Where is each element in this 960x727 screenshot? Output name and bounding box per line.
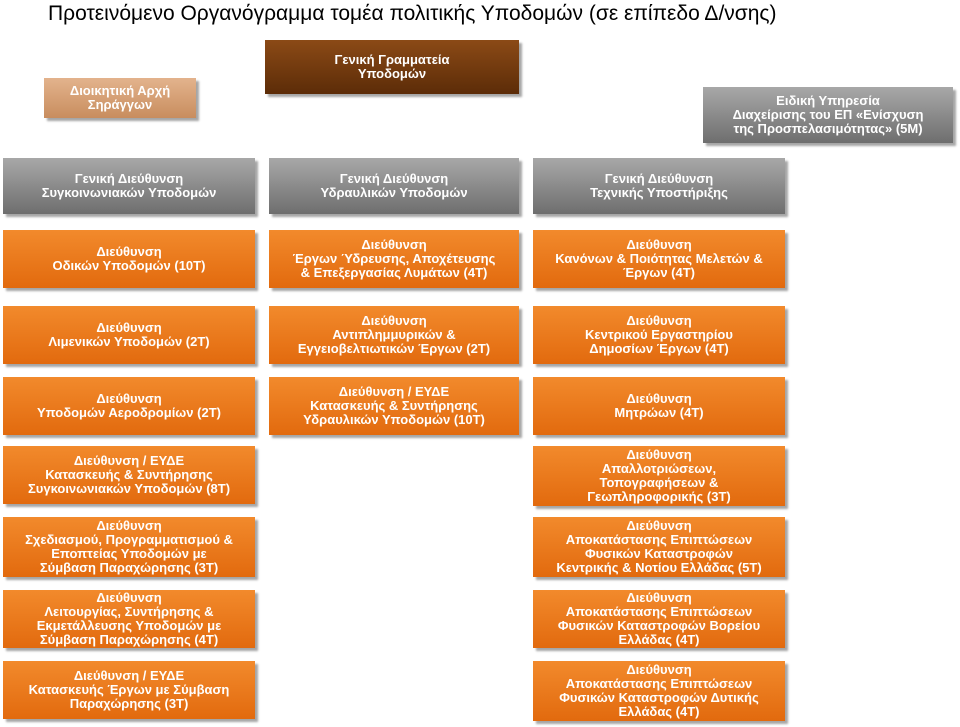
directorate-box[interactable]: Διεύθυνση Αποκατάστασης Επιπτώσεων Φυσικ… bbox=[533, 661, 785, 721]
general-directorate-technical-label: Γενική Διεύθυνση Τεχνικής Υποστήριξης bbox=[590, 171, 728, 200]
admin-authority-label: Διοικητική Αρχή Σηράγγων bbox=[69, 83, 171, 112]
directorate-box[interactable]: Διεύθυνση Λειτουργίας, Συντήρησης & Εκμε… bbox=[3, 590, 255, 648]
directorate-box[interactable]: Διεύθυνση / ΕΥΔΕ Κατασκευής & Συντήρησης… bbox=[3, 446, 255, 504]
directorate-label: Διεύθυνση Αποκατάστασης Επιπτώσεων Φυσικ… bbox=[556, 518, 762, 575]
directorate-box[interactable]: Διεύθυνση Σχεδιασμού, Προγραμματισμού & … bbox=[3, 517, 255, 577]
special-service-label: Ειδική Υπηρεσία Διαχείρισης του ΕΠ «Ενίσ… bbox=[732, 93, 924, 136]
directorate-label: Διεύθυνση Κεντρικού Εργαστηρίου Δημοσίων… bbox=[585, 313, 733, 356]
directorate-label: Διεύθυνση Λειτουργίας, Συντήρησης & Εκμε… bbox=[36, 590, 222, 647]
page-title: Προτεινόμενο Οργανόγραμμα τομέα πολιτική… bbox=[48, 2, 777, 25]
directorate-box[interactable]: Διεύθυνση Κανόνων & Ποιότητας Μελετών & … bbox=[533, 230, 785, 288]
directorate-label: Διεύθυνση / ΕΥΔΕ Κατασκευής Έργων με Σύμ… bbox=[28, 668, 230, 711]
directorate-box[interactable]: Διεύθυνση Λιμενικών Υποδομών (2Τ) bbox=[3, 306, 255, 364]
directorate-label: Διεύθυνση Σχεδιασμού, Προγραμματισμού & … bbox=[25, 518, 233, 575]
directorate-box[interactable]: Διεύθυνση Απαλλοτριώσεων, Τοπογραφήσεων … bbox=[533, 446, 785, 506]
general-directorate-transport-label: Γενική Διεύθυνση Συγκοινωνιακών Υποδομών bbox=[41, 171, 217, 200]
directorate-box[interactable]: Διεύθυνση Υποδομών Αεροδρομίων (2Τ) bbox=[3, 377, 255, 435]
directorate-label: Διεύθυνση / ΕΥΔΕ Κατασκευής & Συντήρησης… bbox=[303, 384, 485, 427]
directorate-label: Διεύθυνση Αντιπλημμυρικών & Εγγειοβελτιω… bbox=[297, 313, 491, 356]
directorate-box[interactable]: Διεύθυνση Αντιπλημμυρικών & Εγγειοβελτιω… bbox=[269, 306, 519, 364]
general-directorate-hydraulic-box[interactable]: Γενική Διεύθυνση Υδραυλικών Υποδομών bbox=[269, 158, 519, 214]
directorate-label: Διεύθυνση Απαλλοτριώσεων, Τοπογραφήσεων … bbox=[587, 447, 731, 504]
directorate-box[interactable]: Διεύθυνση / ΕΥΔΕ Κατασκευής & Συντήρησης… bbox=[269, 377, 519, 435]
directorate-box[interactable]: Διεύθυνση Κεντρικού Εργαστηρίου Δημοσίων… bbox=[533, 306, 785, 364]
special-service-box[interactable]: Ειδική Υπηρεσία Διαχείρισης του ΕΠ «Ενίσ… bbox=[703, 87, 953, 143]
directorate-label: Διεύθυνση Οδικών Υποδομών (10Τ) bbox=[52, 244, 206, 273]
directorate-label: Διεύθυνση Αποκατάστασης Επιπτώσεων Φυσικ… bbox=[559, 662, 759, 719]
directorate-box[interactable]: Διεύθυνση Οδικών Υποδομών (10Τ) bbox=[3, 230, 255, 288]
directorate-label: Διεύθυνση / ΕΥΔΕ Κατασκευής & Συντήρησης… bbox=[27, 453, 231, 496]
directorate-box[interactable]: Διεύθυνση Μητρώων (4Τ) bbox=[533, 377, 785, 435]
directorate-label: Διεύθυνση Λιμενικών Υποδομών (2Τ) bbox=[48, 320, 210, 349]
directorate-label: Διεύθυνση Αποκατάστασης Επιπτώσεων Φυσικ… bbox=[557, 590, 761, 647]
admin-authority-box[interactable]: Διοικητική Αρχή Σηράγγων bbox=[44, 78, 196, 118]
directorate-label: Διεύθυνση Κανόνων & Ποιότητας Μελετών & … bbox=[555, 237, 763, 280]
general-directorate-hydraulic-label: Γενική Διεύθυνση Υδραυλικών Υποδομών bbox=[320, 171, 468, 200]
directorate-box[interactable]: Διεύθυνση Αποκατάστασης Επιπτώσεων Φυσικ… bbox=[533, 517, 785, 577]
directorate-box[interactable]: Διεύθυνση Αποκατάστασης Επιπτώσεων Φυσικ… bbox=[533, 590, 785, 648]
directorate-label: Διεύθυνση Μητρώων (4Τ) bbox=[614, 391, 704, 420]
directorate-box[interactable]: Διεύθυνση / ΕΥΔΕ Κατασκευής Έργων με Σύμ… bbox=[3, 661, 255, 719]
general-secretariat-box[interactable]: Γενική Γραμματεία Υποδομών bbox=[265, 40, 519, 94]
directorate-label: Διεύθυνση Υποδομών Αεροδρομίων (2Τ) bbox=[37, 391, 221, 420]
general-directorate-transport-box[interactable]: Γενική Διεύθυνση Συγκοινωνιακών Υποδομών bbox=[3, 158, 255, 214]
general-directorate-technical-box[interactable]: Γενική Διεύθυνση Τεχνικής Υποστήριξης bbox=[533, 158, 785, 214]
general-secretariat-label: Γενική Γραμματεία Υποδομών bbox=[334, 52, 450, 81]
directorate-label: Διεύθυνση Έργων Ύδρευσης, Αποχέτευσης & … bbox=[292, 237, 496, 280]
directorate-box[interactable]: Διεύθυνση Έργων Ύδρευσης, Αποχέτευσης & … bbox=[269, 230, 519, 288]
